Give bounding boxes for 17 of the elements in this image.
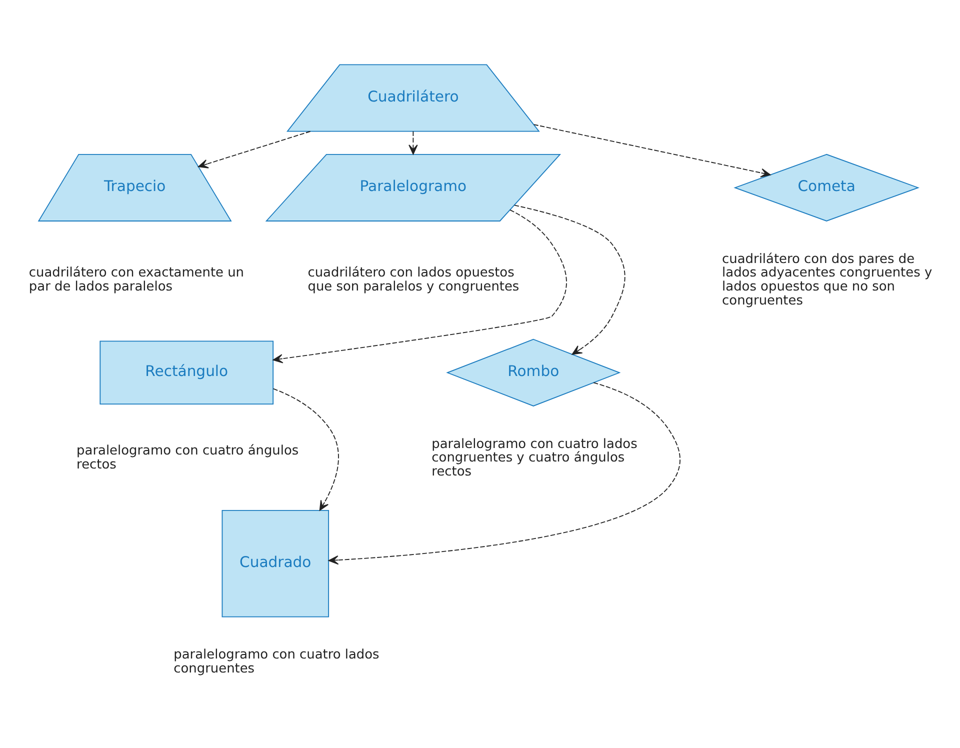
- node-label: paralelogramo con cuatro lados congruentes y cuatro ángulos rectos: [432, 436, 638, 479]
- node-label: cuadrilátero con exactamente un par de lados paralelos: [28, 265, 244, 294]
- node-diamond: Cometa: [734, 153, 920, 221]
- node-label: paralelogramo con cuatro ángulos rectos: [76, 443, 299, 472]
- arrow: [514, 204, 626, 354]
- arrow: [328, 382, 680, 564]
- node-box: Cuadrado: [222, 509, 330, 617]
- arrow: [408, 130, 418, 154]
- arrow: [533, 124, 771, 177]
- node-label: cuadrilátero con dos pares de lados adyacentes congruentes y lados opuestos que no son congruentes: [722, 251, 932, 308]
- arrow: [272, 208, 567, 363]
- node-diamond: Rombo: [446, 338, 621, 406]
- node-box: Rectángulo: [100, 340, 274, 404]
- node-label: cuadrilátero con lados opuestos que son paralelos y congruentes: [308, 265, 520, 294]
- arrow: [272, 388, 339, 510]
- node-label: paralelogramo con cuatro lados congruentes: [174, 647, 380, 676]
- arrow: [198, 130, 311, 168]
